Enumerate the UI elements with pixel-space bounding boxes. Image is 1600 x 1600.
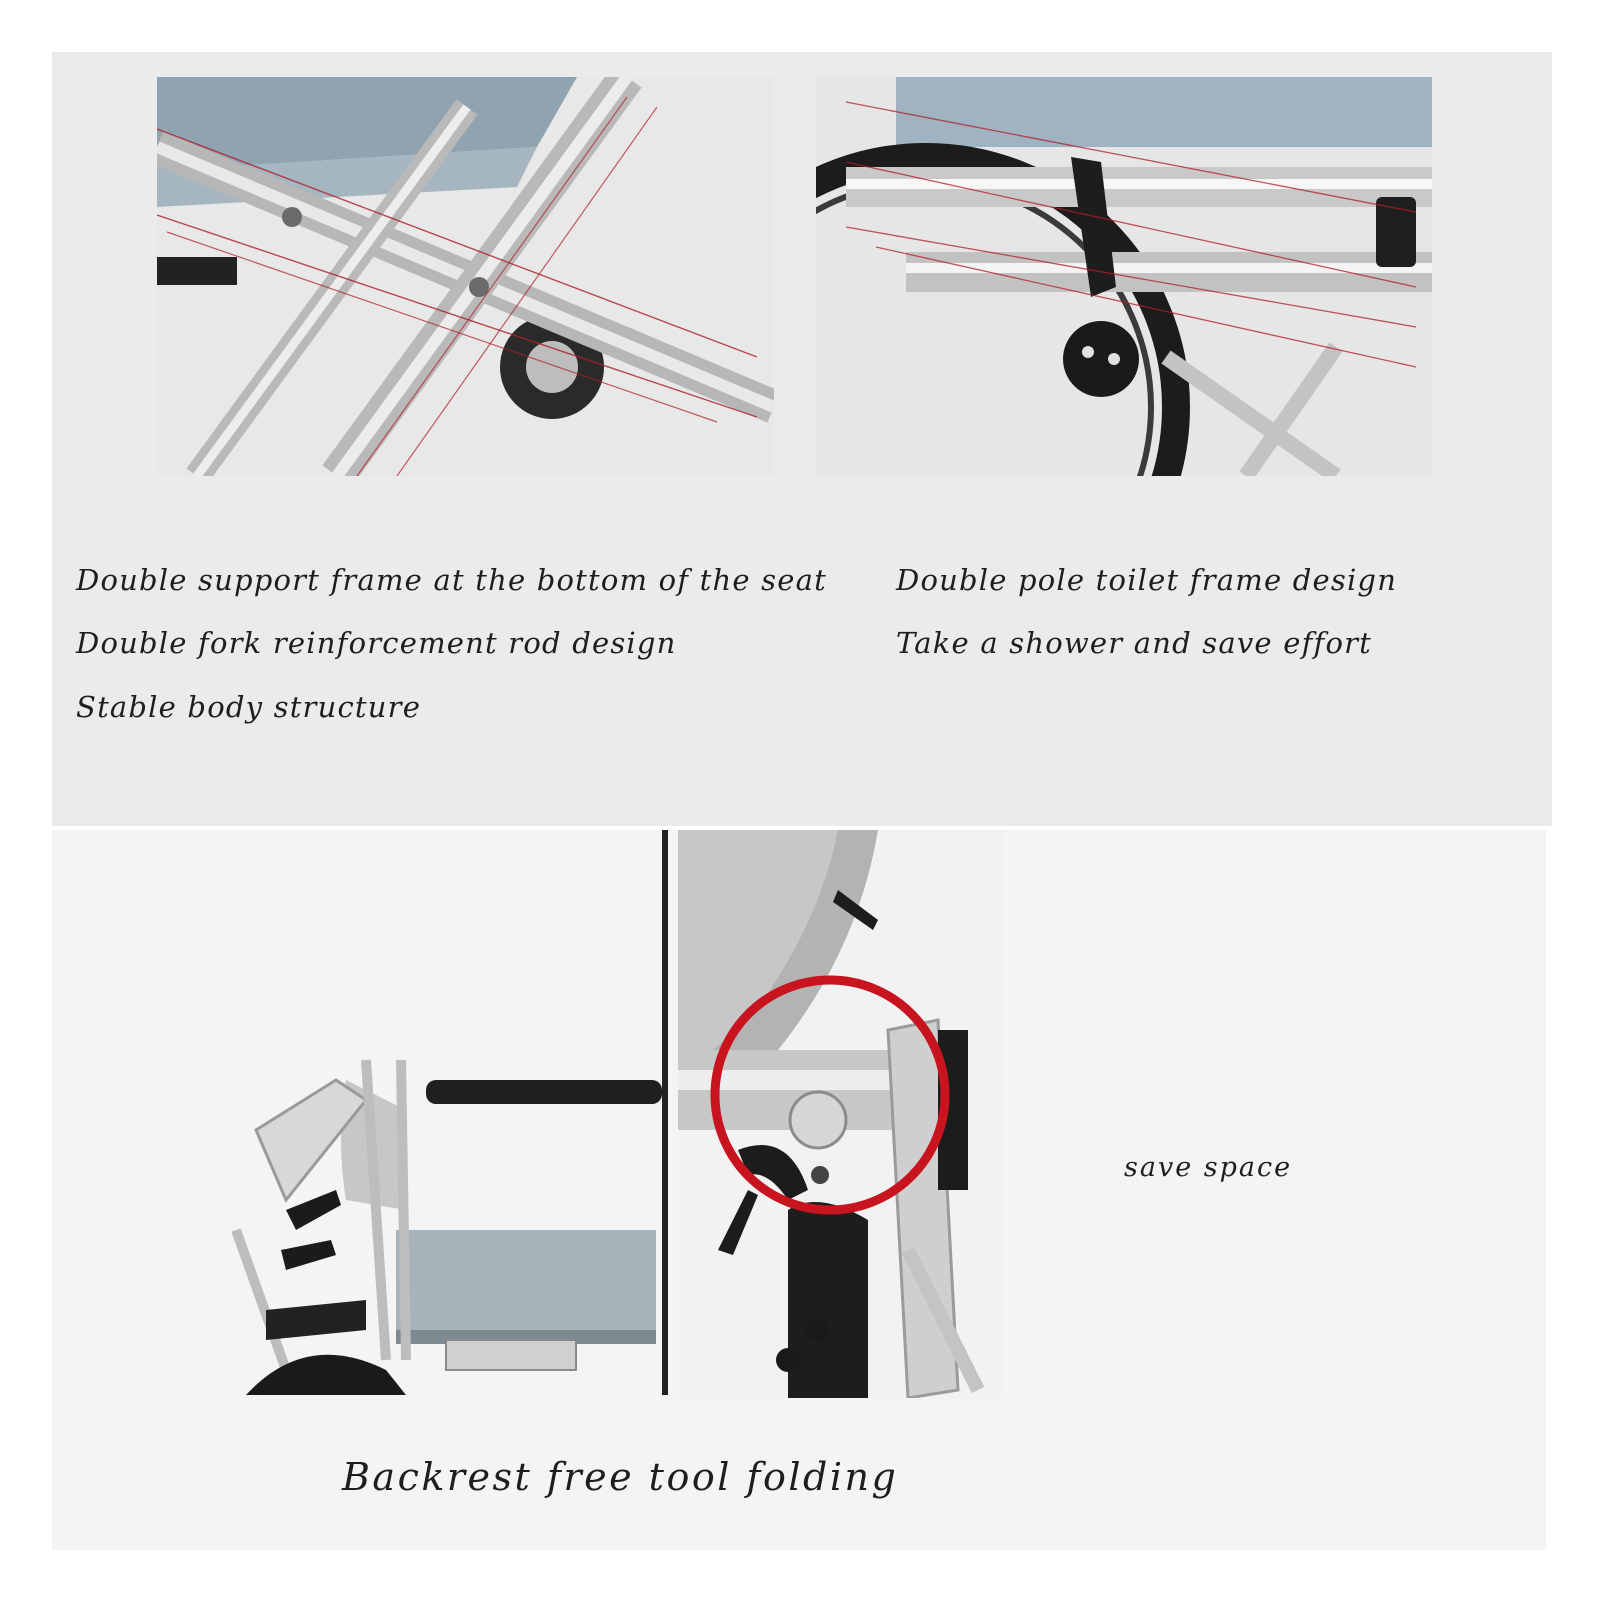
feature-caption-shower: Take a shower and save effort (896, 626, 1373, 660)
folded-chair-photo (226, 830, 682, 1395)
feature-caption-seat-frame: Double support frame at the bottom of th… (76, 563, 827, 597)
backrest-folding-caption: Backrest free tool folding (342, 1455, 899, 1499)
save-space-caption: save space (1124, 1152, 1293, 1183)
feature-caption-fork-rod: Double fork reinforcement rod design (76, 626, 677, 660)
folding-joint-closeup-photo (678, 830, 1004, 1398)
seat-support-frame-photo (157, 77, 774, 476)
feature-caption-stable-body: Stable body structure (76, 690, 422, 724)
feature-caption-toilet-frame: Double pole toilet frame design (896, 563, 1398, 597)
toilet-frame-photo (816, 77, 1432, 476)
